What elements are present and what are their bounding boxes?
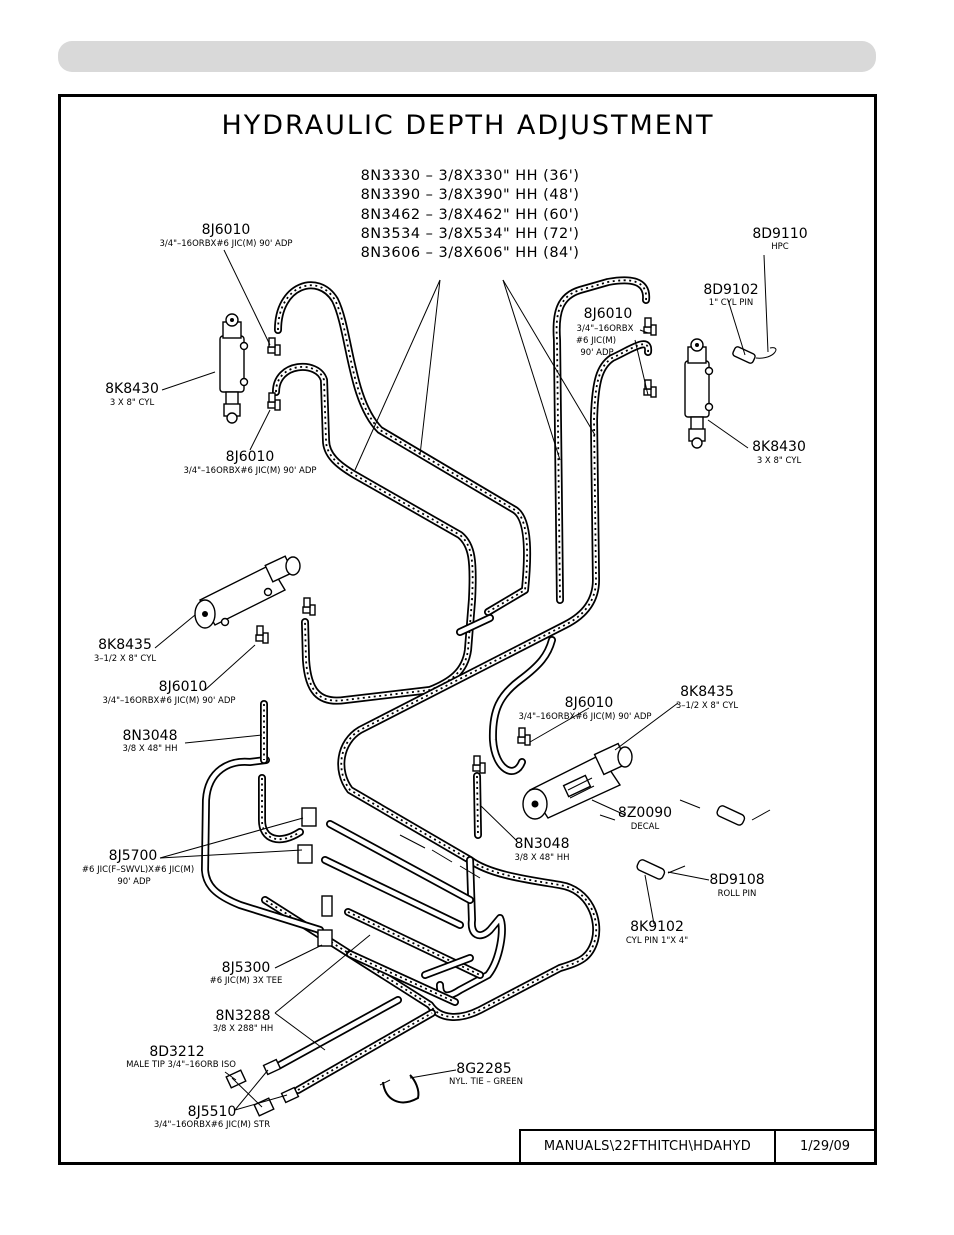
callout-description: 1" CYL PIN (709, 298, 753, 308)
callout-description: CYL PIN 1"X 4" (626, 936, 688, 946)
callout-8k8430-right: 8K8430 3 X 8" CYL (752, 439, 806, 466)
callout-part-number: 8K8435 (680, 684, 734, 700)
callout-part-number: 8J6010 (584, 306, 633, 322)
callout-part-number: 8D9102 (703, 282, 758, 298)
callout-8n3048-left: 8N3048 3/8 X 48" HH (122, 728, 177, 754)
hose-kit-line: 8N3606 – 3/8X606" HH (84') (361, 245, 580, 261)
callout-8j6010-lower-left: 8J6010 3/4"–16ORBX#6 JIC(M) 90' ADP (102, 679, 235, 706)
callout-part-number: 8D9110 (752, 226, 807, 242)
callout-description: 3/8 X 288" HH (213, 1024, 274, 1034)
callout-description: 3 X 8" CYL (110, 398, 155, 408)
callout-part-number: 8N3288 (215, 1008, 270, 1024)
callout-description: 3/4"–16ORBX#6 JIC(M) 90' ADP (183, 466, 316, 476)
tee-8j5700 (297, 807, 317, 864)
callout-part-number: 8J6010 (226, 449, 275, 465)
callout-part-number: 8N3048 (514, 836, 569, 852)
callout-8k8430-left: 8K8430 3 X 8" CYL (105, 381, 159, 408)
nylon-tie-8g2285 (379, 1074, 420, 1104)
callout-part-number: 8J6010 (159, 679, 208, 695)
callout-description: #6 JIC(F–SWVL)X#6 JIC(M) (82, 865, 194, 875)
fitting-8j6010-left-bottom (267, 392, 281, 411)
hose-kit-line: 8N3534 – 3/8X534" HH (72') (361, 226, 580, 242)
callout-part-number: 8N3048 (122, 728, 177, 744)
pin-8d9102 (732, 346, 777, 364)
callout-8j5700: 8J5700 #6 JIC(F–SWVL)X#6 JIC(M) 90' ADP (82, 848, 194, 887)
callout-part-number: 8D3212 (149, 1044, 204, 1060)
callout-description: #6 JIC(M) (576, 336, 616, 346)
callout-part-number: 8D9108 (709, 872, 764, 888)
callout-8z0090: 8Z0090 DECAL (618, 805, 672, 832)
callout-8d9110: 8D9110 HPC (752, 226, 807, 252)
callout-description: ROLL PIN (718, 889, 757, 899)
callout-part-number: 8J6010 (202, 222, 251, 238)
hose-kit-line: 8N3390 – 3/8X390" HH (48') (361, 187, 580, 203)
fitting-8j6010-right-bottom (643, 379, 657, 398)
callout-8k9102: 8K9102 CYL PIN 1"X 4" (626, 919, 688, 946)
callout-8j6010-top-left: 8J6010 3/4"–16ORBX#6 JIC(M) 90' ADP (159, 222, 292, 249)
callout-description: 3/4"–16ORBX (577, 324, 634, 334)
title-block: MANUALS\22FTHITCH\HDAHYD 1/29/09 (519, 1129, 874, 1162)
fitting-8j6010-left-top (267, 337, 281, 356)
male-tip-8d3212 (225, 1069, 275, 1117)
drawing-date: 1/29/09 (799, 1139, 851, 1154)
callout-part-number: 8J6010 (565, 695, 614, 711)
callout-description: 3–1/2 X 8" CYL (94, 654, 157, 664)
leader-lines (154, 249, 769, 1111)
callout-part-number: 8K8435 (98, 637, 152, 653)
cylinder-8k8430-right (684, 338, 714, 449)
callout-description: MALE TIP 3/4"–16ORB ISO (126, 1060, 236, 1070)
callout-description: NYL. TIE – GREEN (449, 1077, 523, 1087)
cylinder-8k8435-left (194, 555, 316, 644)
drawing-frame (58, 94, 877, 1165)
callout-description: HPC (771, 242, 789, 252)
callout-8j5510: 8J5510 3/4"–16ORBX#6 JIC(M) STR (154, 1104, 270, 1130)
callout-description: #6 JIC(M) 3X TEE (210, 976, 283, 986)
callout-8j6010-lower-right: 8J6010 3/4"–16ORBX#6 JIC(M) 90' ADP (518, 695, 651, 722)
callout-description: 3/4"–16ORBX#6 JIC(M) STR (154, 1120, 270, 1130)
callout-description: 90' ADP (117, 877, 150, 887)
callout-description: 3/8 X 48" HH (514, 853, 569, 863)
callout-part-number: 8G2285 (456, 1061, 511, 1077)
hose-kit-line: 8N3330 – 3/8X330" HH (36') (361, 168, 580, 184)
page-title: HYDRAULIC DEPTH ADJUSTMENT (221, 110, 714, 141)
callout-8j6010-right: 8J6010 3/4"–16ORBX #6 JIC(M) 90' ADP (576, 306, 634, 358)
tee-8j5300 (317, 895, 333, 947)
drawing-file-path: MANUALS\22FTHITCH\HDAHYD (521, 1131, 776, 1162)
callout-8j5300: 8J5300 #6 JIC(M) 3X TEE (210, 960, 283, 986)
pin-8k9102 (636, 805, 771, 880)
callout-8j6010-mid-left: 8J6010 3/4"–16ORBX#6 JIC(M) 90' ADP (183, 449, 316, 476)
callout-part-number: 8J5510 (188, 1104, 237, 1120)
callout-8n3048-right: 8N3048 3/8 X 48" HH (514, 836, 569, 863)
callout-part-number: 8Z0090 (618, 805, 672, 821)
callout-part-number: 8K8430 (105, 381, 159, 397)
callout-8n3288: 8N3288 3/8 X 288" HH (213, 1008, 274, 1034)
callout-part-number: 8K8430 (752, 439, 806, 455)
callout-description: 3/8 X 48" HH (122, 744, 177, 754)
callout-8g2285: 8G2285 NYL. TIE – GREEN (449, 1061, 523, 1087)
callout-description: 3/4"–16ORBX#6 JIC(M) 90' ADP (102, 696, 235, 706)
hose-kit-line: 8N3462 – 3/8X462" HH (60') (361, 207, 580, 223)
callout-8d9108: 8D9108 ROLL PIN (709, 872, 764, 899)
callout-part-number: 8J5300 (222, 960, 271, 976)
callout-description: 3/4"–16ORBX#6 JIC(M) 90' ADP (159, 239, 292, 249)
main-hoses (201, 276, 653, 1094)
header-bar (58, 41, 876, 72)
callout-description: 3–1/2 X 8" CYL (676, 701, 739, 711)
callout-description: 3/4"–16ORBX#6 JIC(M) 90' ADP (518, 712, 651, 722)
decal-8z0090 (567, 777, 595, 799)
callout-description: 90' ADP (580, 348, 613, 358)
callout-8d3212: 8D3212 MALE TIP 3/4"–16ORB ISO (126, 1044, 236, 1070)
cylinder-8k8430-left (219, 313, 249, 424)
callout-part-number: 8J5700 (109, 848, 158, 864)
callout-description: DECAL (631, 822, 660, 832)
callout-8k8435-right: 8K8435 3–1/2 X 8" CYL (676, 684, 739, 711)
callout-part-number: 8K9102 (630, 919, 684, 935)
callout-description: 3 X 8" CYL (757, 456, 802, 466)
callout-8k8435-left: 8K8435 3–1/2 X 8" CYL (94, 637, 157, 664)
callout-8d9102: 8D9102 1" CYL PIN (703, 282, 758, 308)
